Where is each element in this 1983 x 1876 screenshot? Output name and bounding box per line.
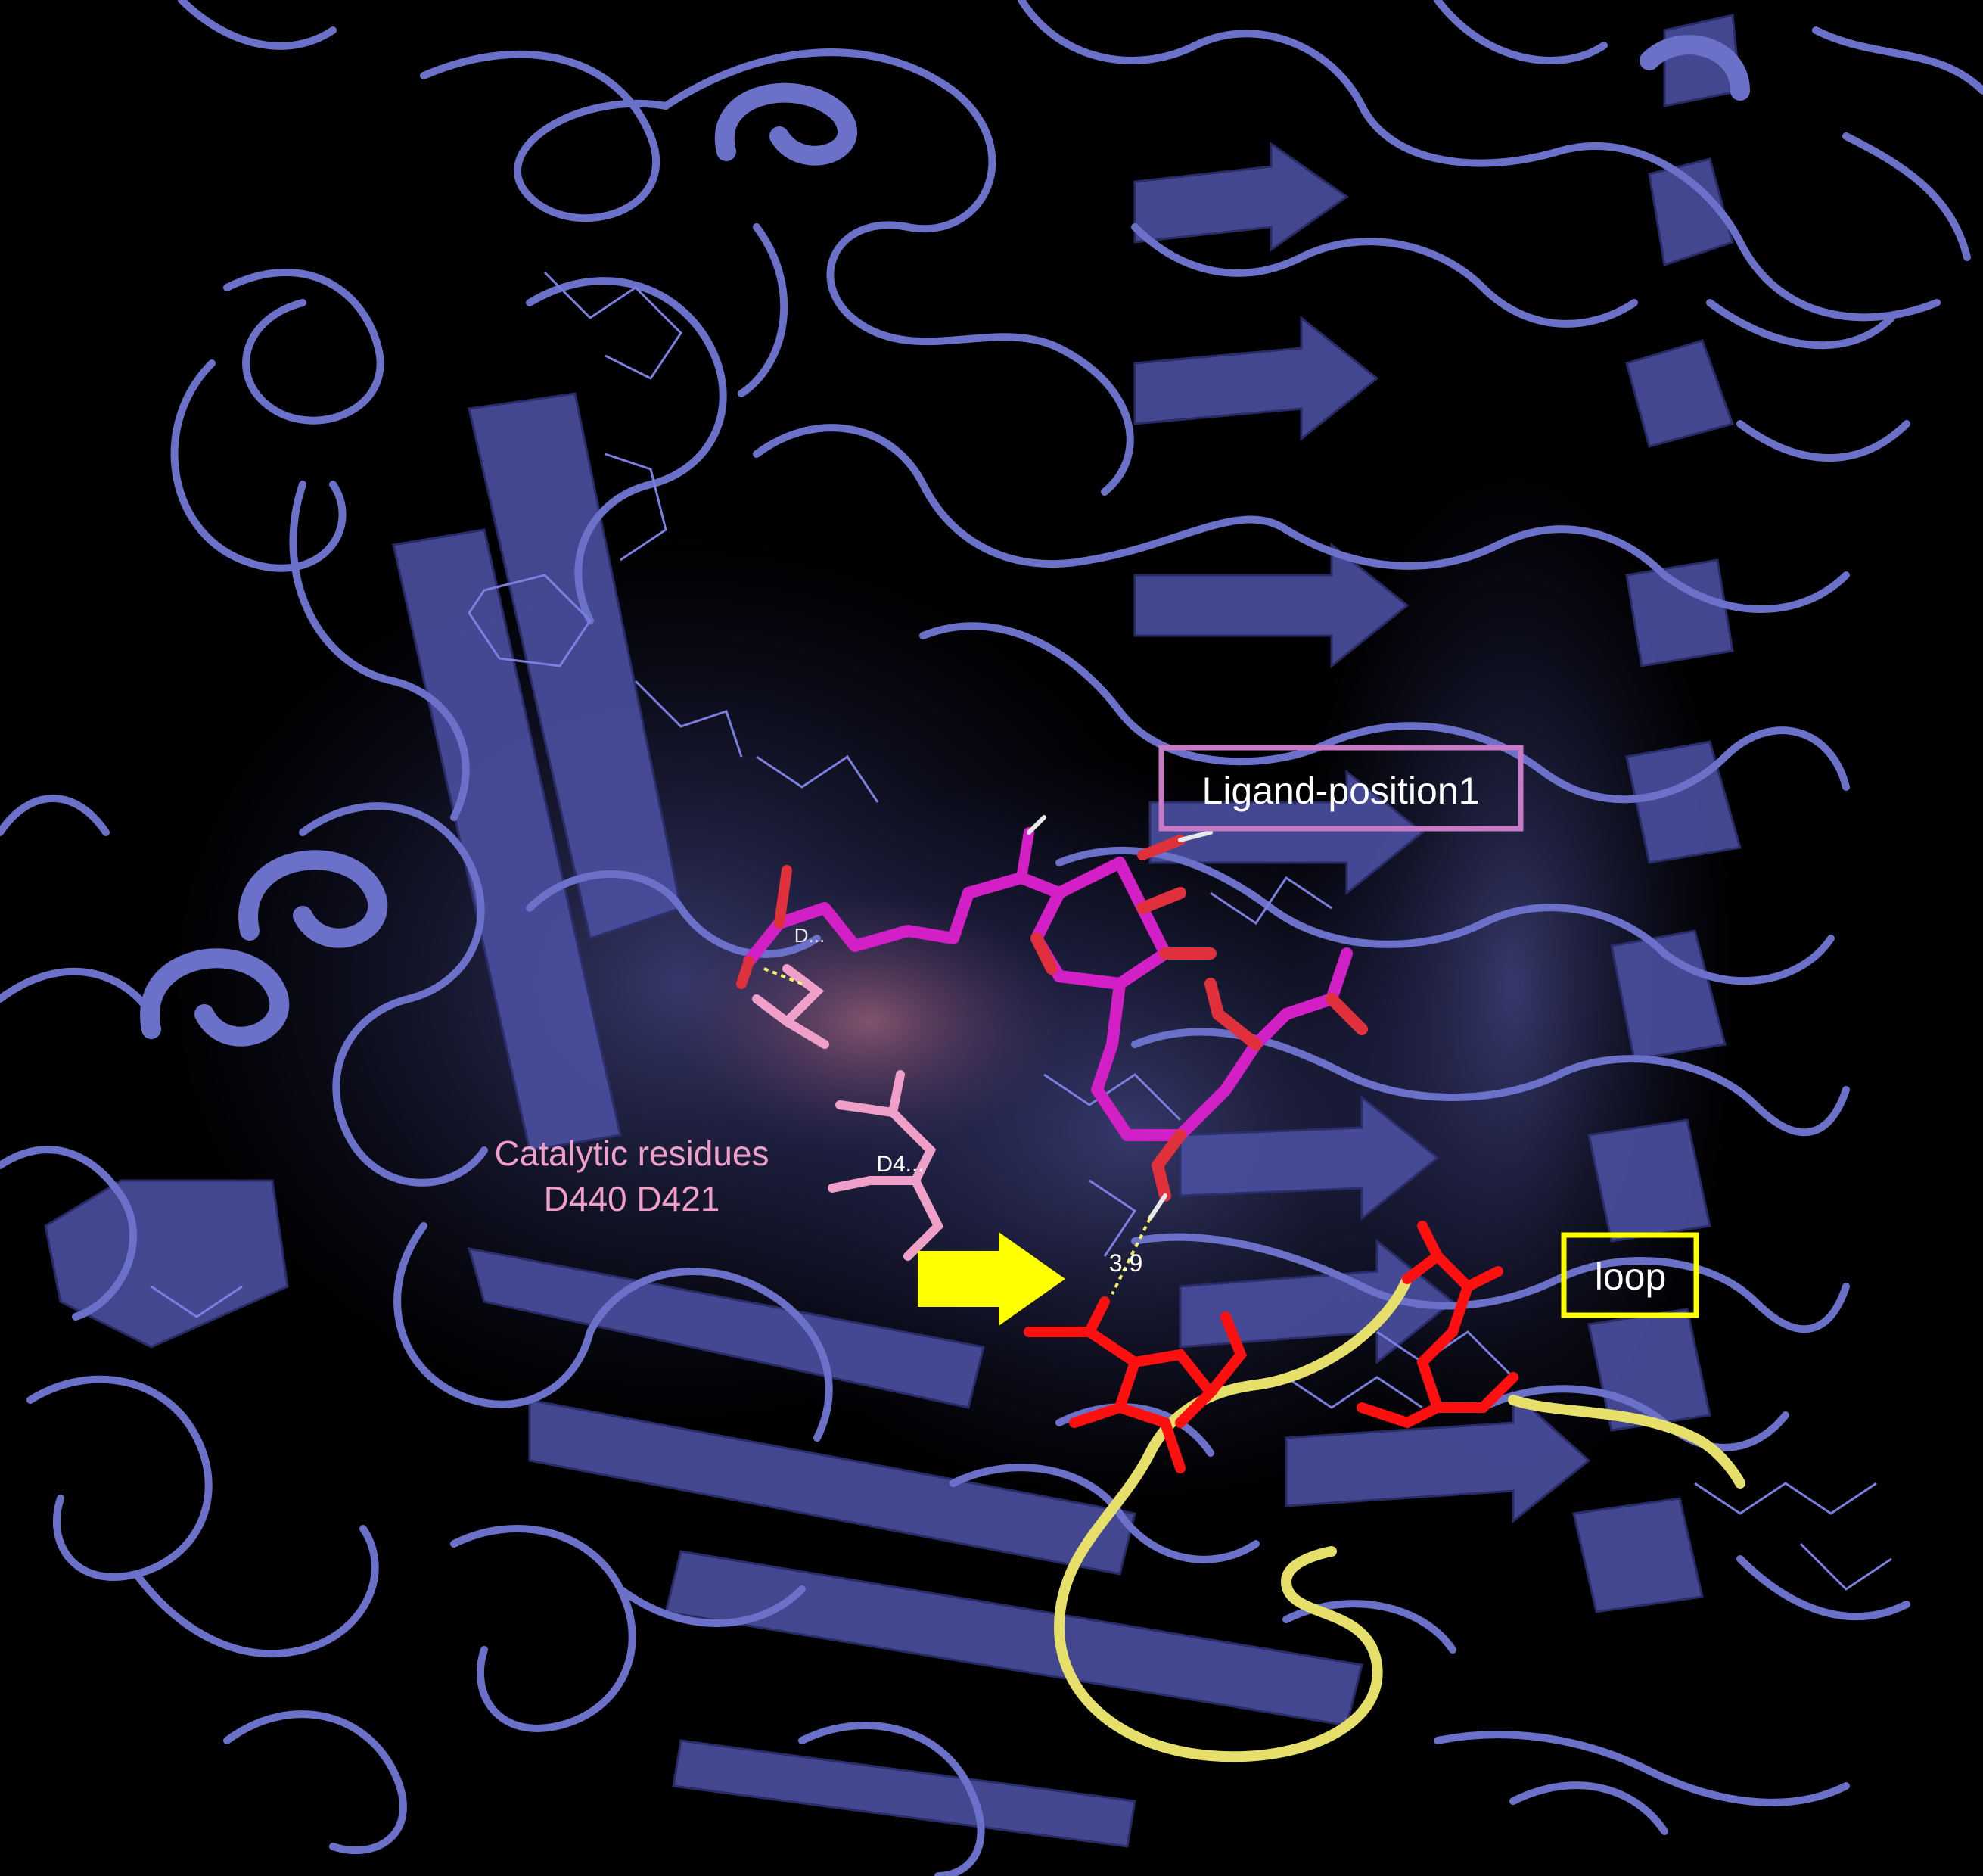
- catalytic-label-line2: D440 D421: [544, 1179, 720, 1218]
- beta-sheets: [44, 14, 1742, 1848]
- catalytic-residues-sticks: [752, 964, 944, 1261]
- ligand-label: Ligand-position1: [1202, 770, 1480, 812]
- catalytic-label-line1: Catalytic residues: [494, 1134, 769, 1173]
- loop-label-box: [1561, 1232, 1699, 1318]
- ligand-molecule: [736, 815, 1368, 1221]
- helices: [140, 35, 1750, 1047]
- distance-label: 3.9: [1109, 1249, 1142, 1277]
- residue-tag-label: D4...: [876, 1152, 924, 1177]
- right-arrow-icon: [918, 1232, 1065, 1326]
- loop-residues-sticks: [1024, 1221, 1518, 1473]
- side-chain-lines: [151, 271, 1892, 1591]
- ligand-label-box: [1158, 745, 1524, 832]
- loop-ribbon: [1054, 1274, 1745, 1762]
- residue-tag-small-label: D...: [794, 924, 825, 947]
- hydrogen-bond: [763, 967, 1152, 1295]
- loop-label: loop: [1595, 1255, 1667, 1298]
